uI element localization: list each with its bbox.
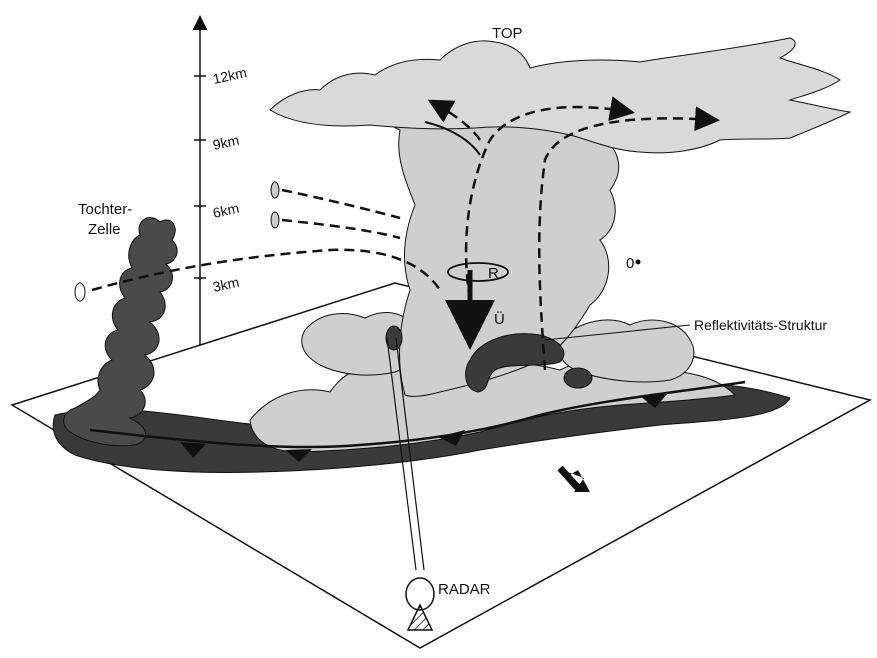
label-tochter-2: Zelle [88,221,121,238]
label-r: R [488,265,499,282]
label-u: Ü [494,310,505,328]
zero-dot [636,260,641,265]
reflectivity-cell-right [564,368,592,388]
label-tochter-1: Tochter- [78,201,132,218]
label-reflektivitaet: Reflektivitäts-Struktur [694,317,827,333]
altitude-axis: 12km 9km 6km 3km [194,18,248,345]
tick-label-3km: 3km [211,274,240,295]
tick-label-6km: 6km [211,200,240,221]
tick-label-9km: 9km [211,132,240,153]
inflow-origin-6km-lower [271,212,279,228]
label-zero: 0 [626,255,634,272]
tick-label-12km: 12km [211,64,248,87]
inflow-origin-3km [75,283,85,301]
label-top: TOP [492,25,523,42]
label-radar: RADAR [438,581,491,598]
inflow-origin-6km-upper [271,182,279,198]
